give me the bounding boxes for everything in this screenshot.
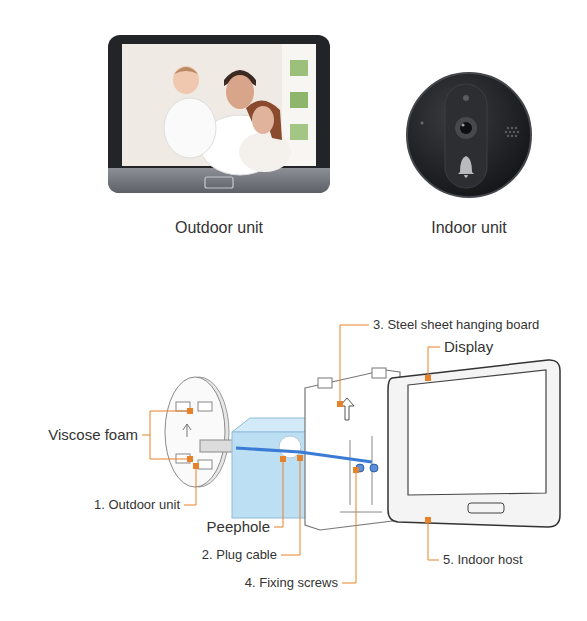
- part-label: 4. Fixing screws: [245, 575, 338, 591]
- leader-line: [142, 411, 190, 459]
- part-label: Viscose foam: [48, 426, 138, 444]
- photo-face: [226, 75, 254, 109]
- lens-glint: [461, 123, 464, 126]
- plate-tab: [372, 368, 386, 378]
- monitor-photo: [108, 35, 330, 193]
- photo-face: [252, 106, 274, 134]
- camera-lens: [455, 117, 477, 139]
- photo-shirt: [239, 132, 291, 172]
- arrow-mark: [183, 424, 191, 437]
- leader-end: [187, 408, 193, 414]
- monitor-frame: [108, 35, 330, 193]
- photo-face: [173, 66, 199, 94]
- part-label: Display: [444, 338, 493, 356]
- product-caption: Indoor unit: [431, 218, 507, 237]
- plate-tab: [318, 378, 332, 388]
- part-label: Peephole: [207, 518, 270, 536]
- indicator-dot: [421, 122, 424, 125]
- screw: [370, 464, 378, 472]
- leader-end: [337, 401, 343, 407]
- photo-plant: [290, 60, 308, 76]
- leader-end: [297, 455, 303, 461]
- photo-hair: [174, 67, 198, 74]
- leader-line: [340, 325, 369, 404]
- leader-end: [353, 467, 359, 473]
- leader-line: [428, 520, 439, 560]
- leader-lines: [142, 325, 440, 583]
- leader-end: [193, 463, 199, 469]
- exploded-view: [165, 360, 560, 530]
- bell-icon: [458, 156, 474, 178]
- host-button: [468, 503, 504, 513]
- photo-hair: [246, 100, 282, 140]
- product-caption: Outdoor unit: [175, 218, 263, 237]
- display-screen: [408, 370, 546, 495]
- peephole-hole: [279, 436, 301, 458]
- steel-plate: [305, 370, 400, 530]
- foam-pad: [198, 460, 212, 469]
- speaker-grill: [505, 127, 519, 137]
- leader-line: [274, 459, 283, 527]
- part-label: 5. Indoor host: [443, 552, 523, 568]
- leader-line: [281, 458, 300, 555]
- foam-pad: [198, 402, 212, 411]
- leader-end: [280, 456, 286, 462]
- camera-photo: [407, 73, 531, 197]
- monitor-bezel: [108, 168, 330, 193]
- leader-ends: [187, 375, 431, 523]
- part-label: 1. Outdoor unit: [94, 497, 180, 513]
- part-label: 3. Steel sheet hanging board: [373, 317, 539, 333]
- photo-plant: [290, 124, 308, 140]
- leader-end: [187, 456, 193, 462]
- leader-line: [428, 347, 440, 378]
- leader-line: [342, 470, 356, 583]
- photo-shirt: [164, 98, 216, 158]
- monitor-button: [205, 177, 233, 188]
- lens-tube: [200, 440, 236, 452]
- photo-plant: [290, 92, 308, 108]
- camera-panel: [445, 84, 487, 188]
- leader-line: [184, 466, 196, 505]
- camera-body: [407, 73, 531, 197]
- leader-end: [425, 375, 431, 381]
- outdoor-plate: [165, 377, 225, 487]
- indoor-host: [388, 360, 560, 527]
- part-label: 2. Plug cable: [202, 547, 277, 563]
- camera-sensor: [463, 95, 469, 101]
- plate-slots: [340, 436, 382, 512]
- plug-cable: [236, 448, 372, 462]
- leader-end: [425, 517, 431, 523]
- camera-lens: [460, 122, 472, 134]
